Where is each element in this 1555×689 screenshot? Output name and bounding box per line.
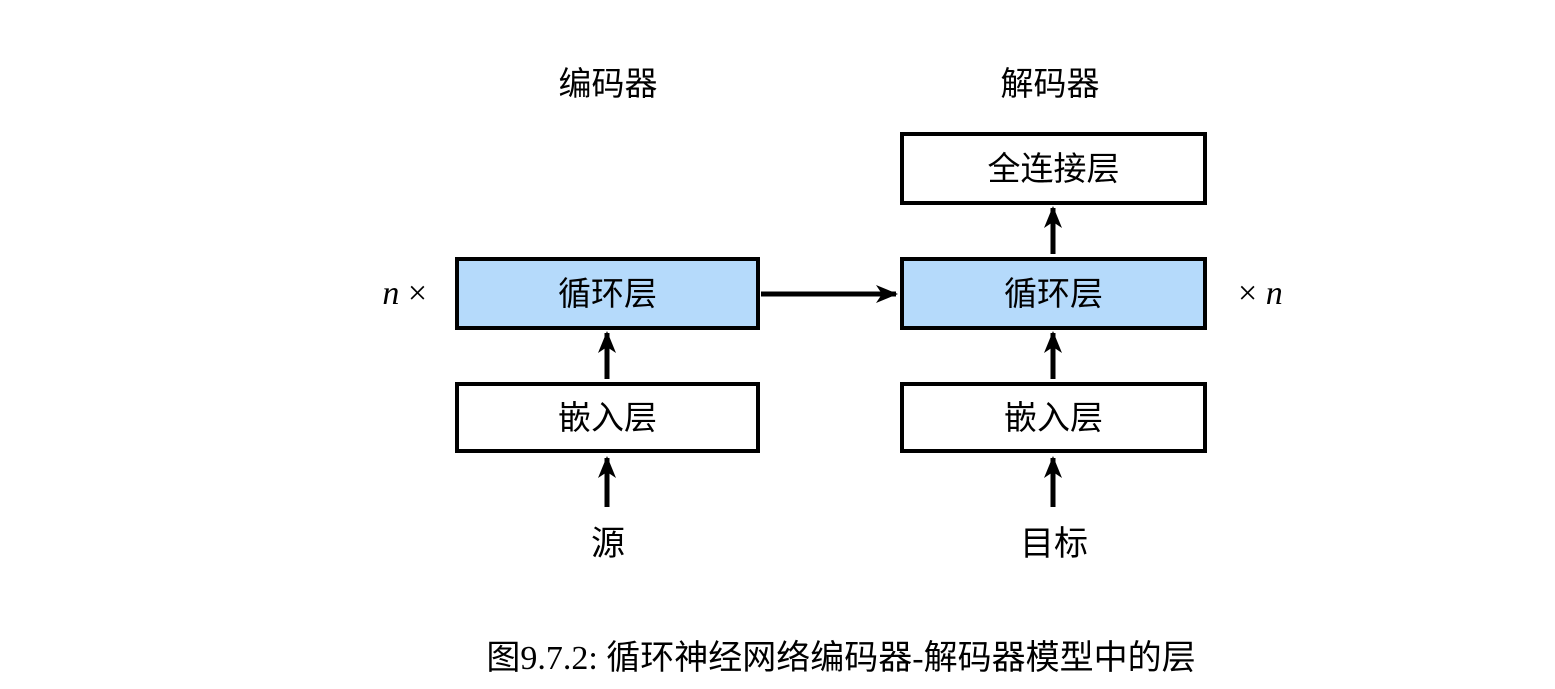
encoder-recurrent-layer-label: 循环层 [558, 275, 657, 312]
decoder-recurrent-layer-box: 循环层 [900, 257, 1207, 330]
decoder-multiplier-op: × [1238, 275, 1258, 312]
decoder-title: 解码器 [1000, 65, 1100, 102]
target-input-label: 目标 [1020, 525, 1088, 563]
decoder-recurrent-layer-label: 循环层 [1004, 275, 1103, 312]
decoder-embedding-layer-label: 嵌入层 [1004, 399, 1103, 436]
encoder-title: 编码器 [558, 65, 658, 102]
figure-caption: 图9.7.2: 循环神经网络编码器-解码器模型中的层 [486, 640, 1196, 677]
encoder-multiplier-var: n [382, 275, 400, 312]
encoder-embedding-layer-box: 嵌入层 [455, 382, 760, 453]
encoder-multiplier-op: × [407, 275, 427, 312]
decoder-fc-layer-label: 全连接层 [987, 150, 1120, 187]
encoder-embedding-layer-label: 嵌入层 [558, 399, 657, 436]
decoder-repeat-multiplier: × n [1238, 277, 1283, 311]
encoder-recurrent-layer-box: 循环层 [455, 257, 760, 330]
decoder-fc-layer-box: 全连接层 [900, 132, 1207, 205]
decoder-multiplier-var: n [1265, 275, 1283, 312]
encoder-repeat-multiplier: n × [382, 277, 427, 311]
source-input-label: 源 [591, 525, 625, 563]
decoder-embedding-layer-box: 嵌入层 [900, 382, 1207, 453]
